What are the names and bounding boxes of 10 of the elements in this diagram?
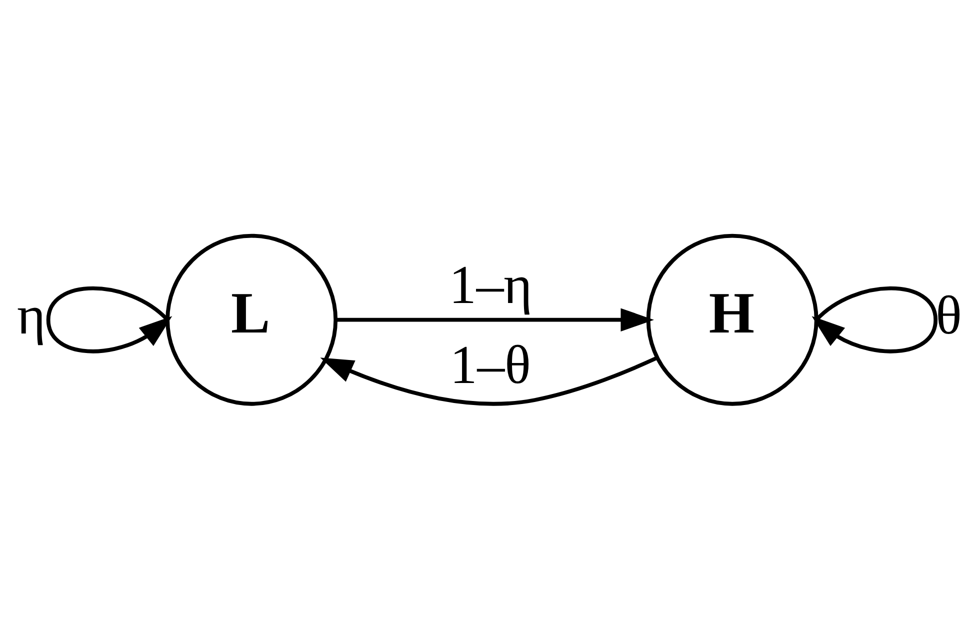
arrow <box>46 286 172 353</box>
arrow <box>320 356 658 406</box>
node-circle: H <box>646 233 818 406</box>
node-circle: L <box>166 233 338 406</box>
arrow <box>336 308 654 331</box>
edge-label: η <box>17 284 46 345</box>
arrow <box>812 286 938 353</box>
edge-label: 1–η <box>448 254 532 315</box>
edge-label: θ <box>936 284 962 345</box>
edge-label: 1–θ <box>450 334 531 395</box>
